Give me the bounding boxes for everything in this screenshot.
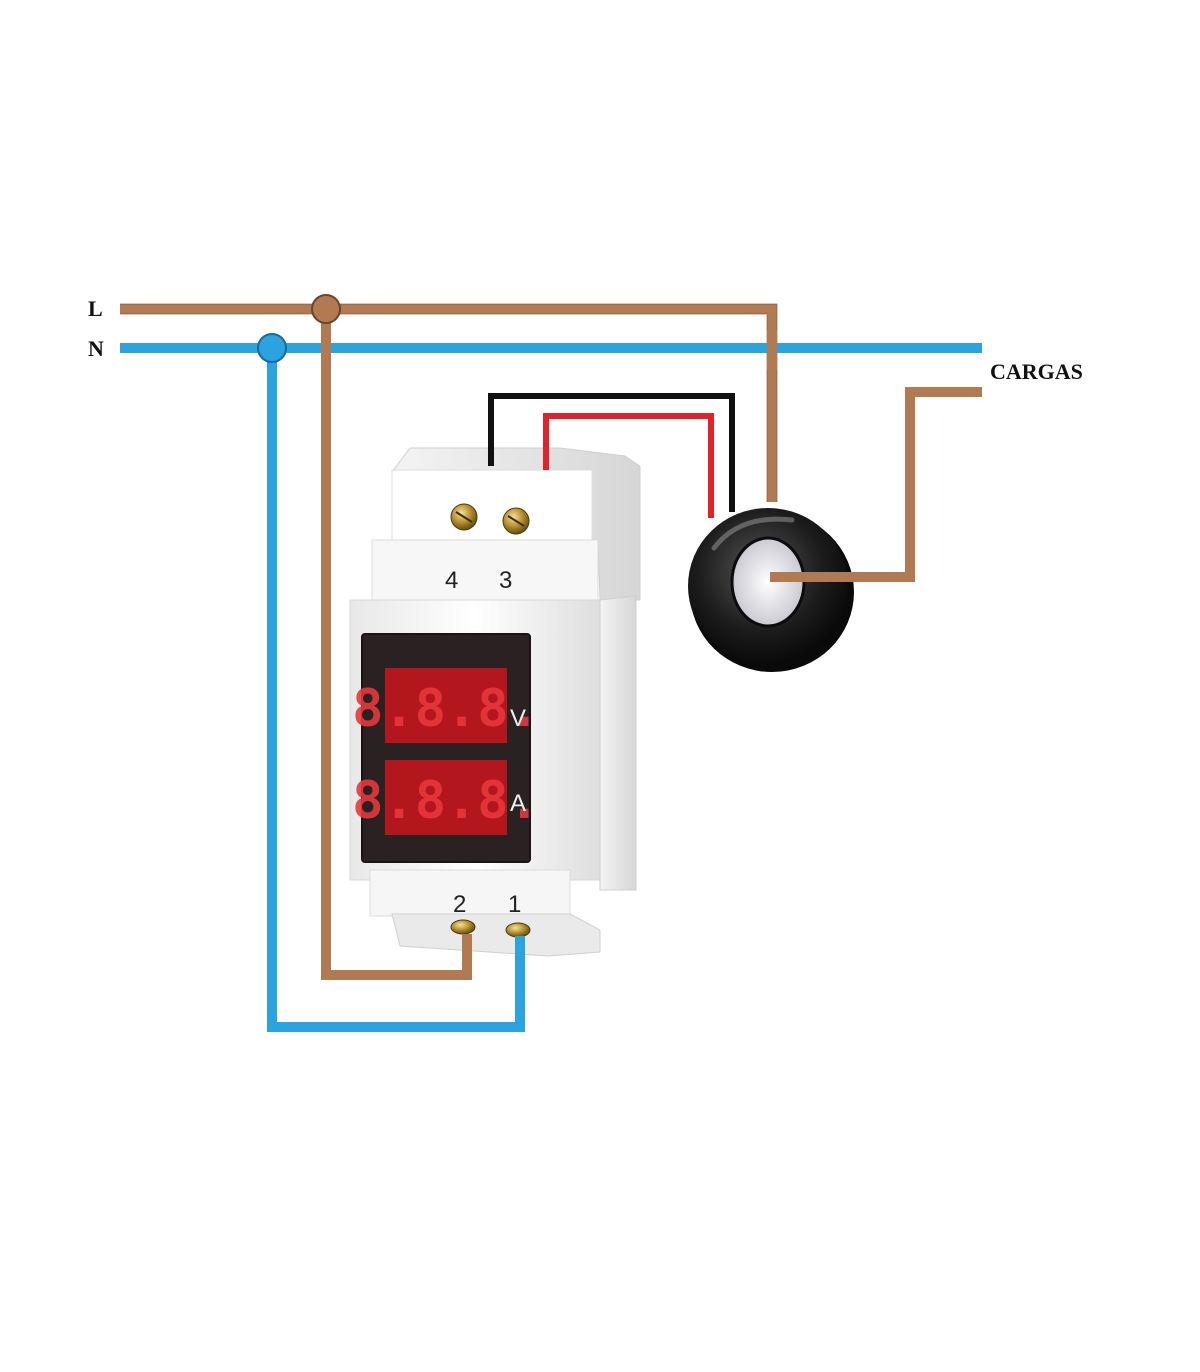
current-transformer [688,508,854,672]
ct-to-loads [770,387,982,582]
meter-bottom-block [369,869,571,917]
meter-bottom-foot [391,913,601,957]
neutral-label: N [88,336,104,361]
line-label: L [88,296,103,321]
terminal-2-screw [450,919,476,935]
red-signal-wire [543,413,714,518]
voltage-digits: 8.8.8. [352,679,540,739]
line-junction [311,294,341,324]
current-digits: 8.8.8. [352,771,540,831]
neutral-to-terminal-1 [267,348,525,1032]
current-display [385,760,507,835]
terminal-1-label: 1 [508,891,521,918]
meter-side [599,595,637,891]
current-unit: A [510,790,526,817]
loads-label: CARGAS [990,359,1083,384]
terminal-1-screw [505,922,531,938]
meter-shoulder [371,539,599,601]
terminal-2-label: 2 [453,891,466,918]
line-to-terminal-2 [321,309,472,980]
neutral-junction [257,333,287,363]
voltage-display [385,668,507,743]
din-rail-meter: 4 3 2 1 8.8.8. 8.8.8. V A [349,447,641,957]
black-signal-wire [488,393,735,512]
meter-top-face [391,469,593,541]
terminal-3-label: 3 [499,567,512,594]
terminal-4-label: 4 [445,567,458,594]
voltage-unit: V [510,705,526,732]
